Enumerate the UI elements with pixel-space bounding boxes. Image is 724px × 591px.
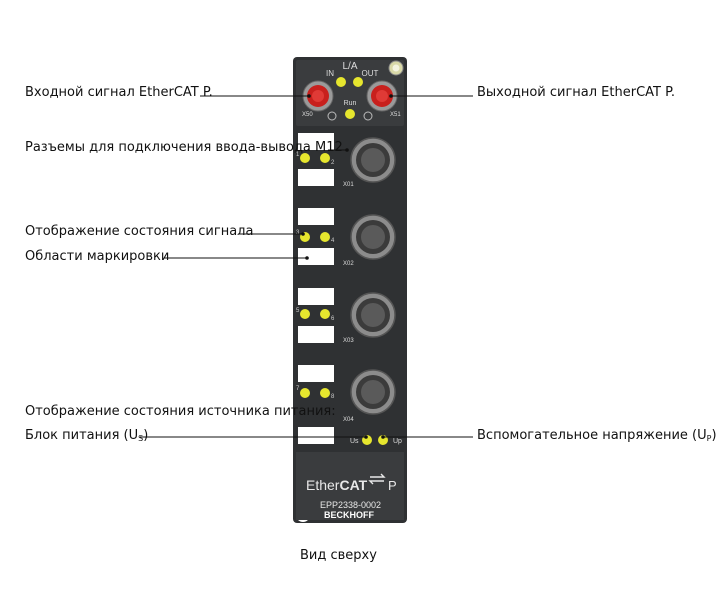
brand-ether: EtherCAT (306, 477, 368, 493)
x50-label: X50 (302, 112, 313, 118)
callout-dot (381, 435, 385, 439)
label-m12-connectors: Разъемы для подключения ввода-вывода M12 (25, 140, 343, 155)
channel-number: 2 (331, 160, 335, 166)
mounting-hole-top-inner (392, 64, 400, 72)
label-ethercat-in: Входной сигнал EtherCAT P. (25, 85, 213, 100)
callout-dot (301, 232, 305, 236)
ethercat-out-connector-inner (376, 90, 388, 102)
m12-connector-face (361, 148, 385, 172)
ethercat-in-connector-inner (312, 90, 324, 102)
marking-area (298, 365, 334, 382)
channel-number: 4 (331, 238, 335, 244)
callout-dot (305, 256, 309, 260)
led-la-out (353, 77, 363, 87)
signal-led (300, 309, 310, 319)
port-label: X03 (343, 338, 354, 344)
marking-area (298, 133, 334, 150)
arrows-icon (368, 473, 386, 485)
maker-label: BECKHOFF (324, 510, 374, 520)
channel-number: 6 (331, 316, 335, 322)
marking-area (298, 326, 334, 343)
brand-p: P (388, 478, 397, 493)
label-marking-areas: Области маркировки (25, 249, 170, 264)
label-power-supply: Блок питания (US) (25, 428, 149, 443)
model-label: EPP2338-0002 (320, 500, 381, 510)
signal-led (300, 388, 310, 398)
led-la-in (336, 77, 346, 87)
marking-area (298, 169, 334, 186)
port-label: X01 (343, 182, 354, 188)
channel-number: 7 (296, 386, 300, 392)
port-label: X04 (343, 417, 354, 423)
channel-number: 5 (296, 308, 300, 314)
in-label: IN (326, 69, 334, 78)
marking-area (298, 288, 334, 305)
out-label: OUT (362, 69, 379, 78)
callout-dot (345, 148, 349, 152)
up-label: Up (393, 438, 402, 445)
port-label: X02 (343, 261, 354, 267)
channel-number: 8 (331, 394, 335, 400)
m12-connector-face (361, 225, 385, 249)
x51-label: X51 (390, 112, 401, 118)
marking-area (298, 208, 334, 225)
label-power-status: Отображение состояния источника питания: (25, 404, 336, 419)
screw-icon (327, 111, 337, 121)
m12-connector-face (361, 303, 385, 327)
label-aux-voltage: Вспомогательное напряжение (UP) (477, 428, 717, 443)
la-label: L/A (342, 61, 357, 72)
signal-led (320, 388, 330, 398)
signal-led (320, 309, 330, 319)
brand-panel (296, 452, 404, 520)
us-label: Us (350, 438, 359, 445)
callout-dot (389, 94, 393, 98)
diagram-caption: Вид сверху (300, 548, 377, 563)
run-label: Run (344, 100, 357, 107)
m12-connector-face (361, 380, 385, 404)
marking-area (298, 427, 334, 444)
marking-area (298, 248, 334, 265)
led-run (345, 109, 355, 119)
label-signal-status: Отображение состояния сигнала (25, 224, 254, 239)
channel-number: 1 (296, 152, 300, 158)
label-ethercat-out: Выходной сигнал EtherCAT P. (477, 85, 676, 100)
callout-dot (307, 94, 311, 98)
callout-dot (364, 435, 368, 439)
signal-led (320, 153, 330, 163)
signal-led (320, 232, 330, 242)
screw-icon (363, 111, 373, 121)
channel-number: 3 (296, 230, 300, 236)
signal-led (300, 153, 310, 163)
